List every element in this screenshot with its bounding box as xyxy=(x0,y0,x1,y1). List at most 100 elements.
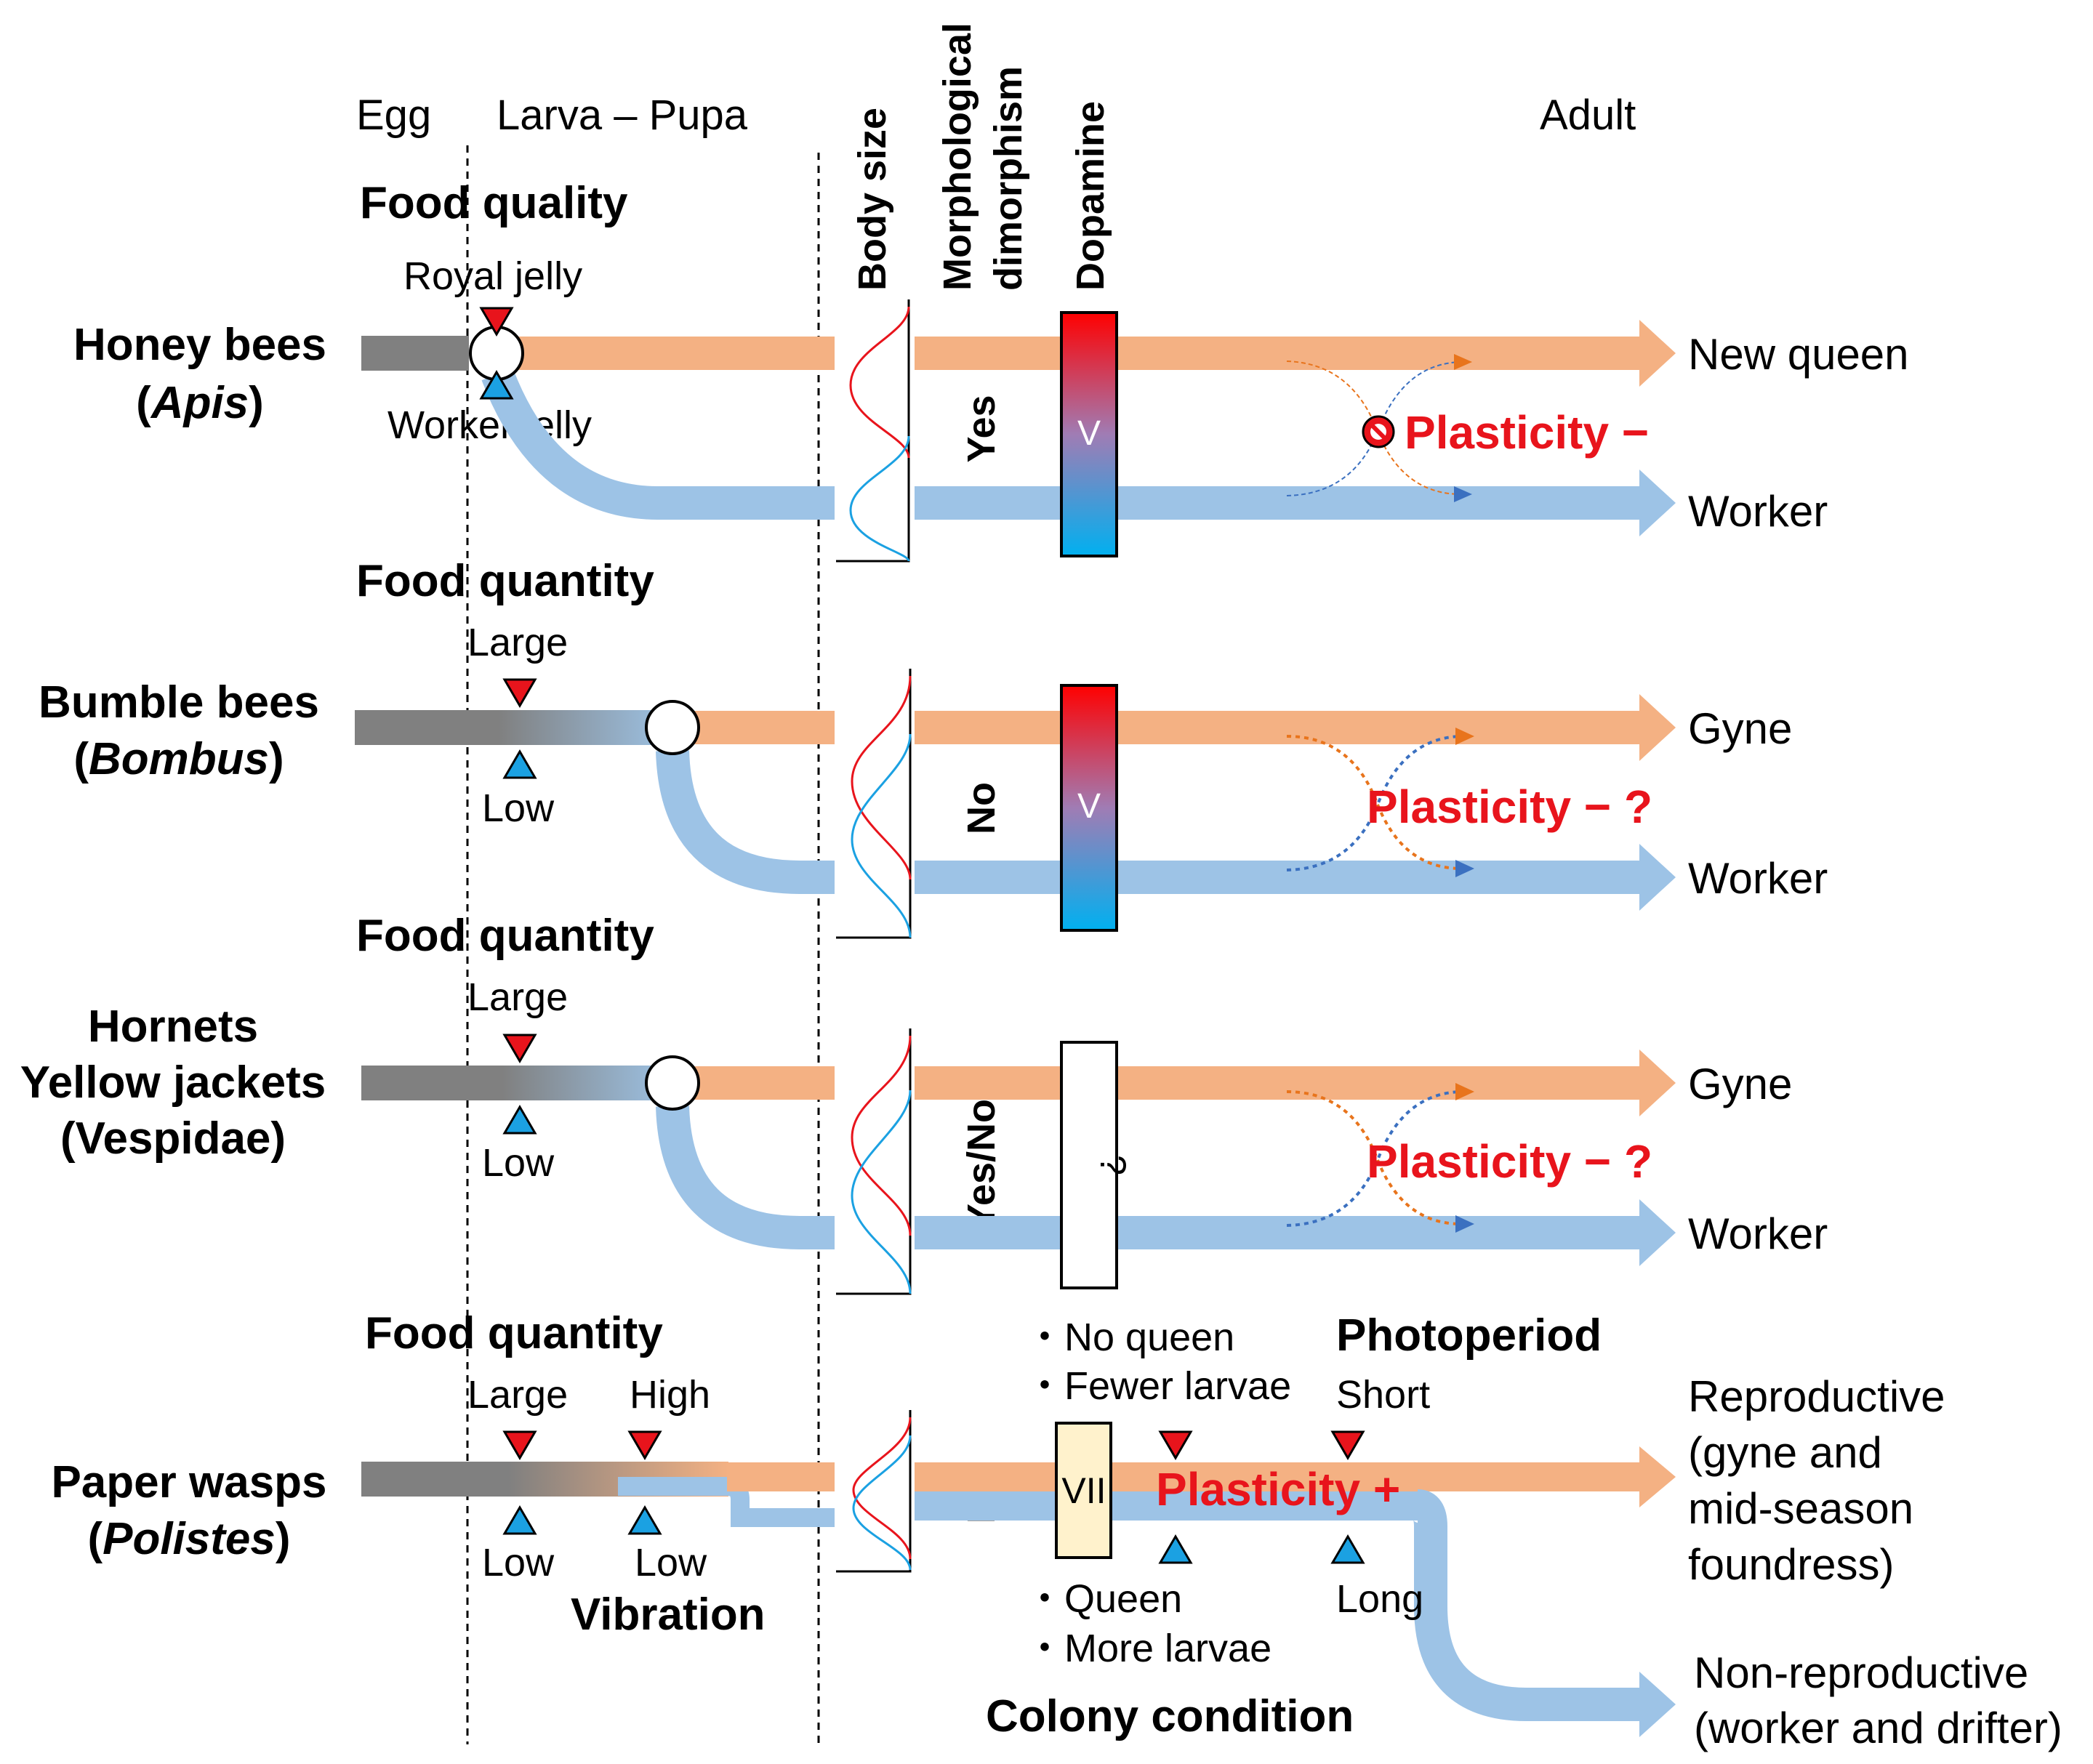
honey-worker-jelly-marker xyxy=(479,370,514,400)
row-bumble-bees: Food quantity Large Low Bumble bees (Bom… xyxy=(39,556,1828,939)
hornet-egg-path xyxy=(361,1066,675,1100)
column-morph-line2: dimorphism xyxy=(987,66,1030,291)
hornet-worker-path xyxy=(656,1105,835,1249)
paper-cond-top2: ・Fewer larvae xyxy=(1025,1364,1291,1408)
hornet-worker-arrowhead xyxy=(1639,1199,1676,1266)
hornet-outcome-bottom: Worker xyxy=(1688,1209,1828,1258)
no-plasticity-icon xyxy=(1362,415,1395,448)
hornet-dopamine-symbol: ? xyxy=(1093,1155,1133,1175)
honey-dopamine-bar xyxy=(1060,311,1118,557)
paper-colony-symbol: VII xyxy=(1061,1470,1106,1511)
hornet-plasticity-cross-down xyxy=(1286,1090,1462,1225)
hornet-name-line3: (Vespidae) xyxy=(60,1113,286,1164)
paper-repro-arrow-shaft xyxy=(915,1462,1642,1491)
hornet-dopamine-bar xyxy=(1060,1041,1118,1289)
honey-lower-label: Worker jelly xyxy=(387,403,592,447)
hornet-upper-label: Large xyxy=(467,975,568,1019)
honey-queen-arrow-shaft xyxy=(915,337,1642,370)
paper-high-marker xyxy=(627,1430,662,1460)
paper-outcome-top2: (gyne and xyxy=(1688,1428,1882,1477)
paper-low1-marker xyxy=(502,1505,537,1535)
paper-upper2-label: High xyxy=(630,1373,710,1417)
paper-outcome-bottom1: Non-reproductive xyxy=(1694,1648,2028,1697)
honey-queen-size-curve xyxy=(849,306,910,459)
paper-outcome-top4: foundress) xyxy=(1688,1540,1894,1589)
paper-large-marker xyxy=(502,1430,537,1460)
bumble-gyne-size-curve xyxy=(851,675,912,880)
paper-genus: Polistes xyxy=(103,1514,276,1564)
hornet-plasticity-down-arrowhead xyxy=(1455,1215,1474,1233)
paper-nonrepro-arrowhead xyxy=(1639,1672,1676,1737)
honey-genus-line: (Apis) xyxy=(136,378,264,428)
paper-cond-bot2: ・More larvae xyxy=(1025,1627,1272,1670)
honey-body-size-axis xyxy=(836,299,910,563)
paper-species-name: Paper wasps xyxy=(51,1457,326,1507)
hornet-gyne-arrow-shaft xyxy=(915,1066,1642,1100)
hornet-plasticity-label: Plasticity − ? xyxy=(1367,1135,1652,1188)
paper-colony-red-marker xyxy=(1158,1430,1193,1460)
honey-outcome-top: New queen xyxy=(1688,330,1909,379)
honey-dopamine-symbol: V xyxy=(1077,414,1101,453)
bumble-outcome-bottom: Worker xyxy=(1688,854,1828,903)
paper-repro-size-curve xyxy=(852,1417,912,1560)
paper-upper-band xyxy=(727,1462,835,1491)
honey-upper-label: Royal jelly xyxy=(403,254,582,298)
paper-photo-long-marker xyxy=(1330,1534,1365,1564)
honey-dimorphism: Yes xyxy=(960,395,1003,462)
honey-worker-arrow-shaft xyxy=(915,486,1642,520)
hornet-plasticity-cross-up xyxy=(1286,1090,1462,1227)
stage-adult: Adult xyxy=(1540,92,1636,139)
honey-plasticity-up-arrowhead xyxy=(1454,354,1472,370)
paper-upper1-label: Large xyxy=(467,1373,568,1417)
honey-outcome-bottom: Worker xyxy=(1688,487,1828,536)
honey-royal-jelly-marker xyxy=(479,307,514,337)
bumble-gyne-arrow-shaft xyxy=(915,711,1642,744)
honey-plasticity-cross-down xyxy=(1286,361,1462,495)
bumble-lower-label: Low xyxy=(482,786,555,830)
bumble-gyne-arrowhead xyxy=(1639,694,1676,761)
stage-larva-pupa: Larva – Pupa xyxy=(497,92,748,139)
bumble-plasticity-down-arrowhead xyxy=(1455,860,1474,877)
hornet-name-line2: Yellow jackets xyxy=(20,1058,326,1108)
bumble-plasticity-cross-up xyxy=(1286,735,1462,871)
paper-factor-label: Food quantity xyxy=(365,1308,663,1358)
bumble-plasticity-cross-down xyxy=(1286,735,1462,870)
paper-outcome-top3: mid-season xyxy=(1688,1484,1913,1533)
hornet-low-marker xyxy=(502,1105,537,1135)
paper-low2-marker xyxy=(627,1505,662,1535)
paper-colony-bar xyxy=(1055,1422,1112,1559)
column-morph-line1: Morphological xyxy=(936,23,979,291)
honey-factor-label: Food quality xyxy=(360,178,628,228)
paper-photo-short-marker xyxy=(1330,1430,1365,1460)
honey-egg-path xyxy=(361,336,469,371)
bumble-genus: Bombus xyxy=(89,734,269,784)
paper-colony-blue-marker xyxy=(1158,1534,1193,1564)
hornet-factor-label: Food quantity xyxy=(356,911,654,961)
honey-worker-arrowhead xyxy=(1639,470,1676,536)
paper-vibration-label: Vibration xyxy=(571,1590,766,1640)
paper-photo-short: Short xyxy=(1336,1373,1430,1417)
hornet-worker-size-curve xyxy=(851,1090,912,1294)
paper-photo-long: Long xyxy=(1336,1577,1423,1621)
bumble-outcome-top: Gyne xyxy=(1688,704,1792,753)
bumble-dopamine-bar xyxy=(1060,684,1118,932)
bumble-switch-node xyxy=(645,700,700,755)
honey-species-name: Honey bees xyxy=(73,320,326,370)
paper-colony-condition-label: Colony condition xyxy=(986,1691,1354,1741)
hornet-outcome-top: Gyne xyxy=(1688,1060,1792,1108)
honey-plasticity-label: Plasticity − xyxy=(1405,406,1649,459)
stage-egg: Egg xyxy=(356,92,431,139)
honey-genus: Apis xyxy=(150,378,249,428)
honey-worker-path xyxy=(481,368,835,520)
bumble-species-name: Bumble bees xyxy=(39,677,319,728)
bumble-plasticity-up-arrowhead xyxy=(1455,728,1474,745)
hornet-switch-node xyxy=(645,1055,700,1111)
paper-repro-arrowhead xyxy=(1639,1446,1676,1507)
hornet-worker-arrow-shaft xyxy=(915,1216,1642,1249)
paper-nonrepro-size-curve xyxy=(852,1435,912,1571)
row-hornets: Food quantity Large Low Hornets Yellow j… xyxy=(20,911,1828,1295)
bumble-worker-arrowhead xyxy=(1639,844,1676,911)
paper-cond-top1: ・No queen xyxy=(1025,1316,1234,1359)
hornet-gyne-arrowhead xyxy=(1639,1050,1676,1116)
